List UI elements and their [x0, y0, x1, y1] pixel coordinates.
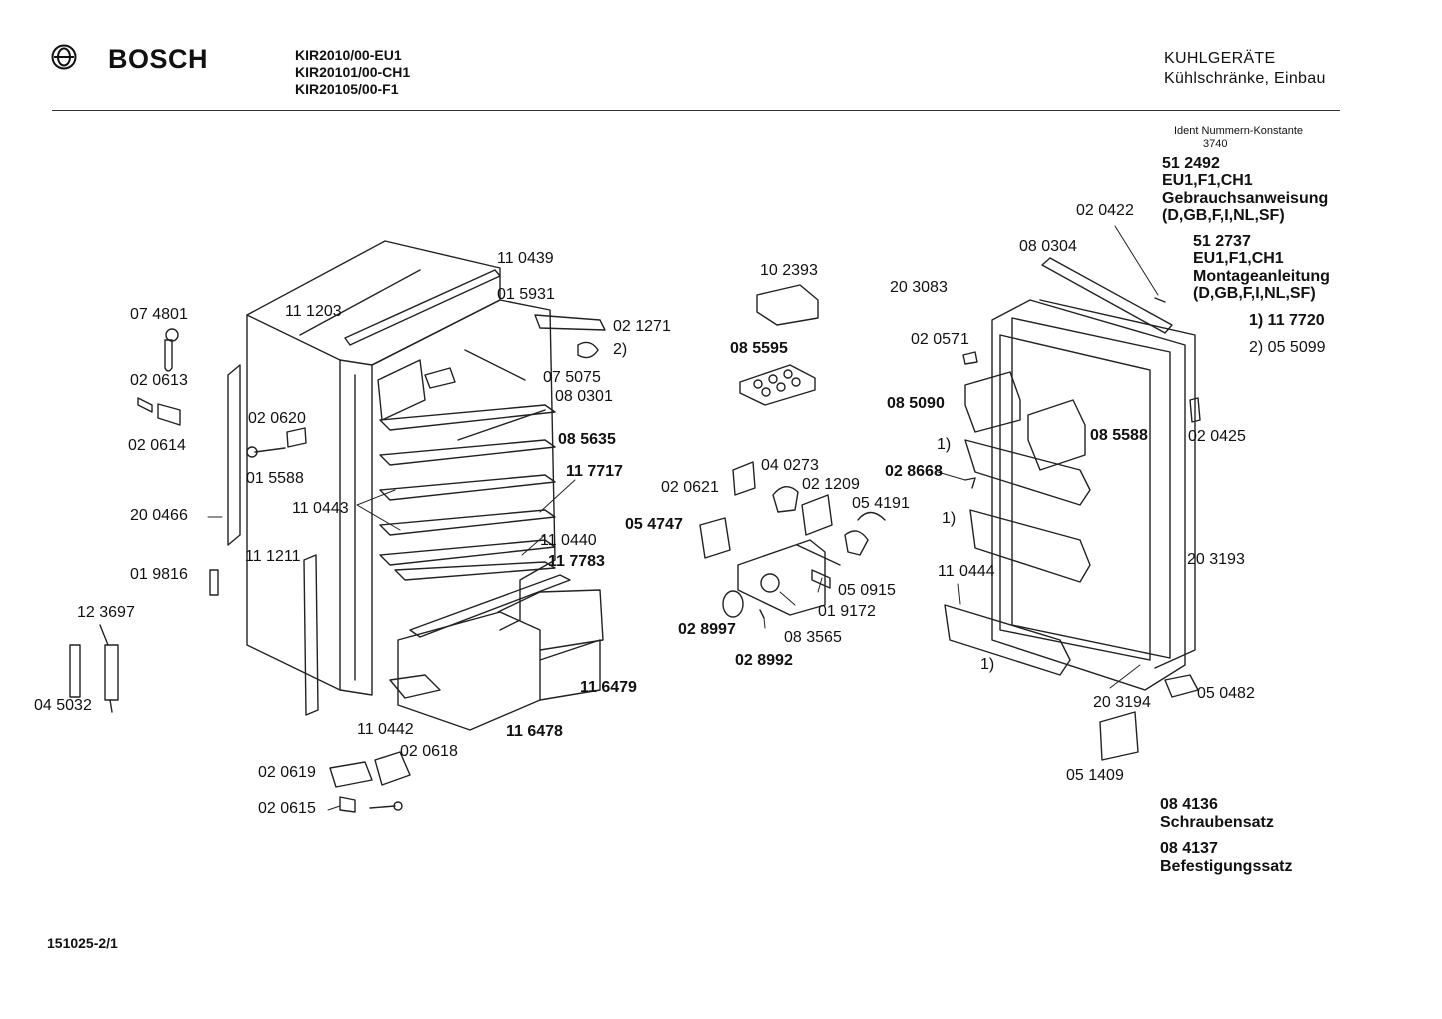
doc-2-langs: (D,GB,F,I,NL,SF) — [1193, 285, 1316, 302]
model-number-2: KIR20101/00-CH1 — [295, 64, 411, 80]
part-label: 07 5075 — [543, 369, 601, 386]
leader-lines — [207, 225, 1159, 811]
doc-1-langs: (D,GB,F,I,NL,SF) — [1162, 207, 1285, 224]
part-label: 1) — [942, 510, 957, 527]
doc-1-title: Gebrauchsanweisung — [1162, 190, 1329, 207]
part-label: 02 1271 — [613, 318, 671, 335]
part-label: 11 6478 — [506, 723, 563, 740]
brand-name: BOSCH — [108, 44, 209, 74]
part-label: 01 5588 — [246, 470, 304, 487]
part-label: 20 3193 — [1187, 551, 1245, 568]
part-label: 20 3083 — [890, 279, 948, 296]
doc-2-title: Montageanleitung — [1193, 268, 1330, 285]
part-label: 05 1409 — [1066, 767, 1124, 784]
part-label: 04 5032 — [34, 697, 92, 714]
model-number-1: KIR2010/00-EU1 — [295, 47, 402, 63]
doc-2-variants: EU1,F1,CH1 — [1193, 250, 1284, 267]
doc-1-number: 51 2492 — [1162, 155, 1220, 172]
doc-2-number: 51 2737 — [1193, 233, 1251, 250]
part-label: 11 6479 — [580, 679, 637, 696]
part-label: 2) — [613, 341, 628, 358]
part-label: 02 0621 — [661, 479, 719, 496]
part-label: 02 0615 — [258, 800, 316, 817]
ident-caption: Ident Nummern-Konstante — [1174, 125, 1304, 137]
part-label: 11 0440 — [540, 532, 597, 549]
part-label: 08 5595 — [730, 340, 788, 357]
part-label: 11 7717 — [566, 463, 623, 480]
part-label: 01 5931 — [497, 286, 555, 303]
part-label: 02 0422 — [1076, 202, 1134, 219]
part-label: 02 8992 — [735, 652, 793, 669]
part-label: 02 1209 — [802, 476, 860, 493]
doc-1-variants: EU1,F1,CH1 — [1162, 172, 1253, 189]
part-label: 08 5588 — [1090, 427, 1148, 444]
door-assembly — [944, 257, 1201, 761]
part-label: 11 0439 — [497, 250, 554, 267]
part-label: 02 0571 — [911, 331, 969, 348]
part-label: 02 8668 — [885, 463, 943, 480]
part-label: 02 0613 — [130, 372, 188, 389]
part-label: 02 0619 — [258, 764, 316, 781]
part-label: 10 2393 — [760, 262, 818, 279]
part-label: 04 0273 — [761, 457, 819, 474]
ident-value: 3740 — [1203, 138, 1228, 150]
kit-1-title: Schraubensatz — [1160, 814, 1274, 831]
part-label: 02 0620 — [248, 410, 306, 427]
part-label: 02 8997 — [678, 621, 736, 638]
center-parts — [699, 284, 886, 619]
part-label: 11 7783 — [548, 553, 605, 570]
part-label: 08 5090 — [887, 395, 945, 412]
part-label: 02 0618 — [400, 743, 458, 760]
drawing-code: 151025-2/1 — [47, 935, 118, 951]
part-label: 11 0442 — [357, 721, 414, 738]
part-label: 02 0425 — [1188, 428, 1246, 445]
category-subtitle: Kühlschränke, Einbau — [1164, 70, 1326, 87]
bosch-logo-icon — [51, 44, 77, 70]
part-label: 05 0482 — [1197, 685, 1255, 702]
cabinet-body — [227, 240, 604, 731]
part-label: 20 3194 — [1093, 694, 1151, 711]
part-label: 02 0614 — [128, 437, 186, 454]
part-label: 11 0443 — [292, 500, 349, 517]
part-label: 08 5635 — [558, 431, 616, 448]
part-label: 11 1211 — [245, 548, 301, 565]
part-label: 05 4191 — [852, 495, 910, 512]
header-rule — [52, 110, 1340, 111]
category-title: KUHLGERÄTE — [1164, 50, 1276, 67]
part-label: 01 9172 — [818, 603, 876, 620]
part-label: 05 0915 — [838, 582, 896, 599]
part-label: 1) — [937, 436, 952, 453]
part-label: 11 1203 — [285, 303, 342, 320]
kit-2-title: Befestigungssatz — [1160, 858, 1293, 875]
part-label: 08 3565 — [784, 629, 842, 646]
left-small-parts — [69, 328, 441, 813]
part-label: 07 4801 — [130, 306, 188, 323]
footnote-1: 1) 11 7720 — [1249, 312, 1325, 329]
part-label: 12 3697 — [77, 604, 135, 621]
footnote-2: 2) 05 5099 — [1249, 339, 1326, 356]
model-number-3: KIR20105/00-F1 — [295, 81, 399, 97]
part-label: 1) — [980, 656, 995, 673]
part-label: 01 9816 — [130, 566, 188, 583]
part-label: 20 0466 — [130, 507, 188, 524]
part-label: 11 0444 — [938, 563, 995, 580]
part-label: 05 4747 — [625, 516, 683, 533]
kit-2-number: 08 4137 — [1160, 840, 1218, 857]
part-label: 08 0304 — [1019, 238, 1077, 255]
part-label: 08 0301 — [555, 388, 613, 405]
hinge-parts — [424, 314, 606, 441]
kit-1-number: 08 4136 — [1160, 796, 1218, 813]
